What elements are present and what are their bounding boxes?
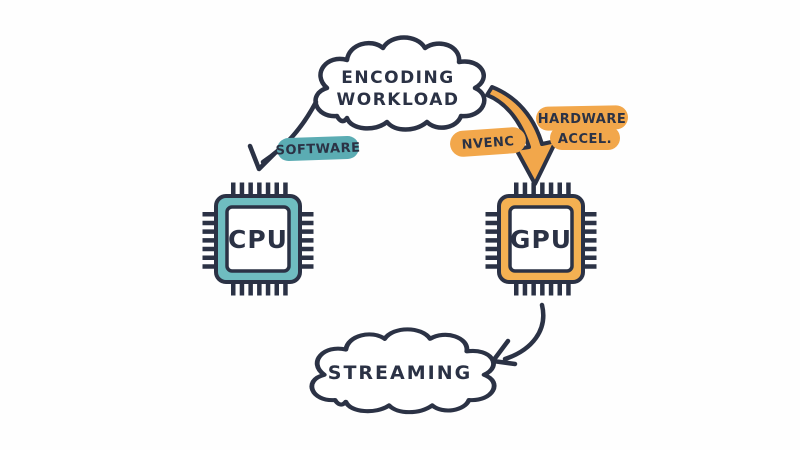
software-arrow-icon — [247, 99, 319, 172]
gpu-chip-icon: GPU — [485, 182, 597, 296]
gpu-label: GPU — [510, 225, 572, 254]
software-label: SOFTWARE — [275, 135, 361, 162]
nvenc-label-text: NVENC — [461, 134, 515, 153]
encoding-cloud-line1: ENCODING — [341, 68, 454, 88]
cloud-shape — [313, 35, 487, 132]
accel-label-text: ACCEL. — [558, 132, 612, 147]
cpu-chip-die — [225, 205, 291, 273]
software-label-text: SOFTWARE — [275, 141, 360, 159]
nvenc-pill — [450, 127, 526, 157]
streaming-label: STREAMING — [328, 362, 472, 384]
encoding-workload-cloud: ENCODING WORKLOAD — [313, 35, 487, 132]
nvenc-label: NVENC — [450, 127, 526, 157]
encoding-cloud-line2: WORKLOAD — [337, 90, 460, 110]
software-arrowhead — [247, 143, 277, 172]
streaming-arrow-icon — [490, 302, 546, 367]
cpu-chip-icon: CPU — [202, 182, 314, 296]
hardware-pill — [536, 105, 628, 131]
accel-pill — [550, 126, 620, 150]
hardware-accel-label: HARDWARE ACCEL. — [536, 105, 628, 150]
cpu-label: CPU — [228, 225, 288, 254]
gpu-chip-die — [508, 205, 574, 273]
streaming-arrowhead — [490, 338, 518, 367]
software-pill — [277, 135, 359, 162]
streaming-arrow-stem — [502, 302, 546, 362]
cloud-shape — [309, 327, 497, 415]
streaming-cloud: STREAMING — [309, 327, 497, 415]
hardware-label-text: HARDWARE — [538, 112, 626, 127]
